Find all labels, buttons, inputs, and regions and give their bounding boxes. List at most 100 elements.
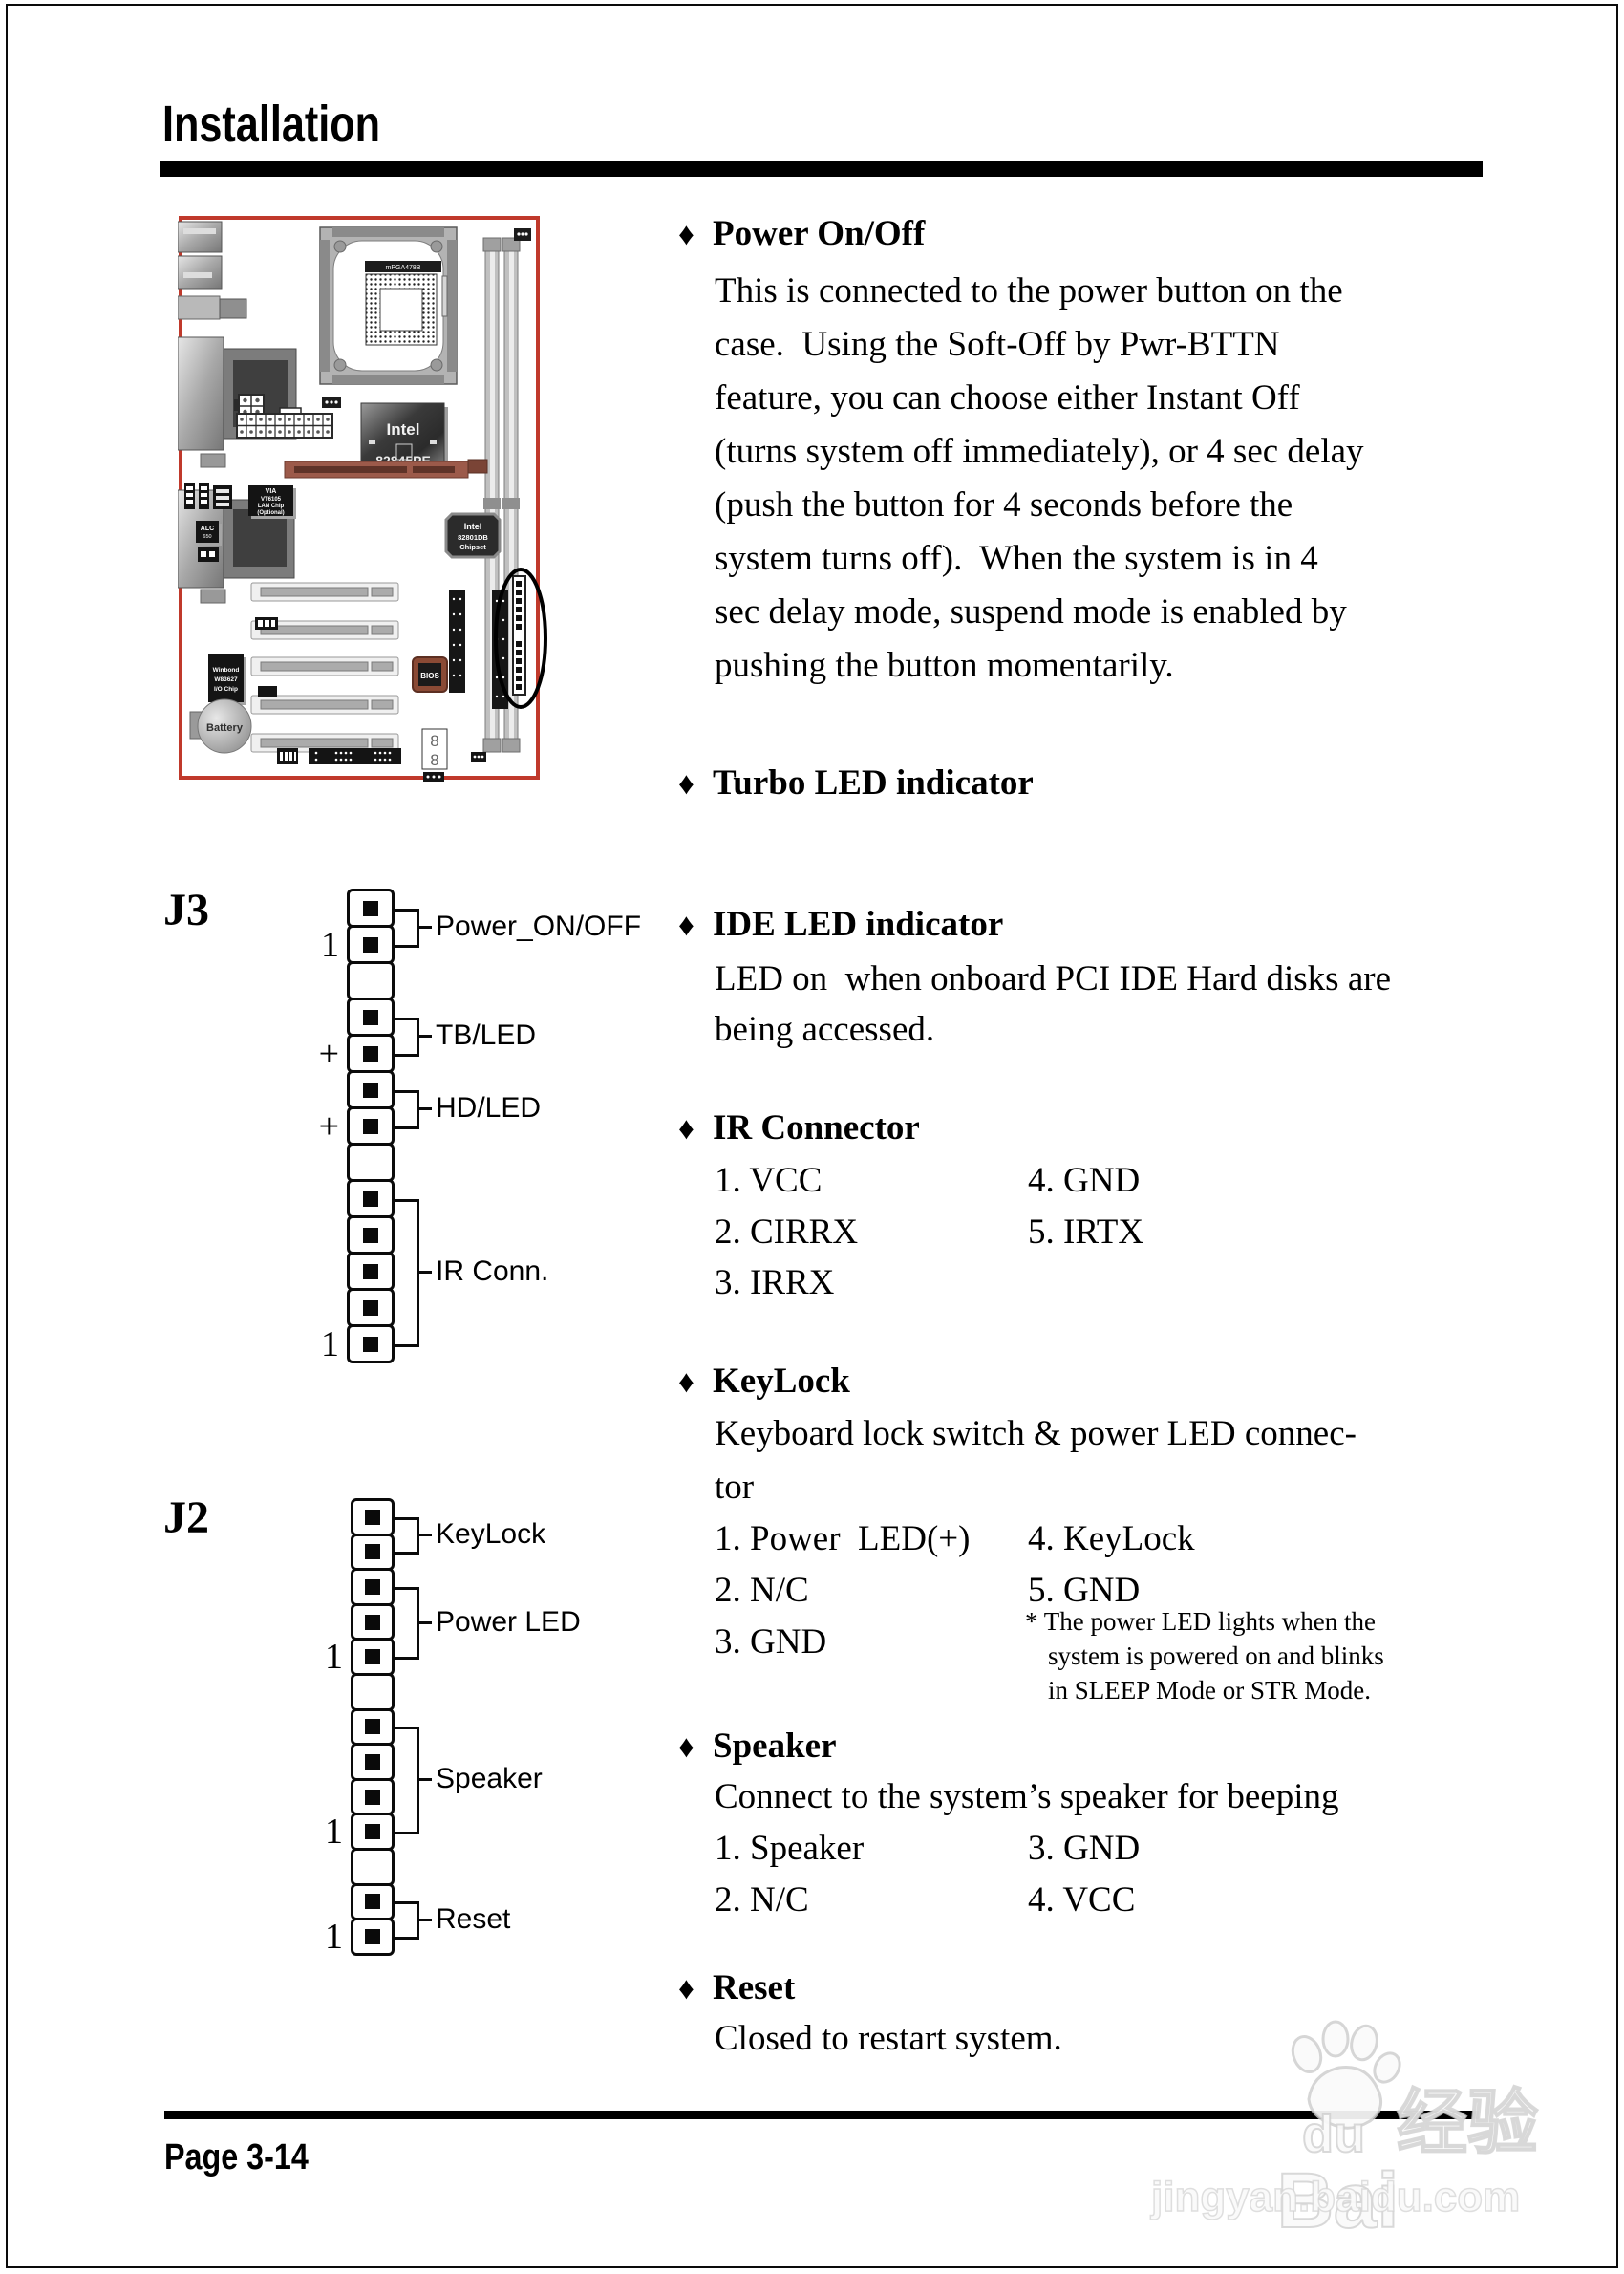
pin-item: 4. VCC	[1028, 1880, 1136, 1920]
cpu-socket: mPGA478B	[319, 226, 458, 385]
watermark-brand: Bai__	[1276, 2157, 1400, 2244]
connector-pin-group-label: Speaker	[436, 1763, 543, 1795]
pin	[365, 1614, 380, 1630]
svg-text:650: 650	[203, 534, 211, 540]
group-bracket	[417, 1516, 419, 1555]
group-bracket	[417, 1198, 419, 1347]
page-number: Page 3-14	[164, 2137, 309, 2177]
connector-j2-cell	[351, 1568, 395, 1606]
pin	[363, 1009, 378, 1025]
pin-item: 3. GND	[1028, 1829, 1141, 1868]
group-bracket-tick	[419, 1034, 432, 1038]
connector-j3-cell	[347, 998, 395, 1037]
watermark-suffix: 经验	[1396, 2083, 1539, 2162]
group-bracket-stub	[395, 1832, 417, 1835]
svg-text:Winbond: Winbond	[213, 667, 240, 674]
highlight-ellipse	[494, 568, 547, 709]
southbridge-chip: Intel 82801DB Chipset	[444, 512, 502, 559]
note-line: in SLEEP Mode or STR Mode.	[1048, 1676, 1372, 1705]
connector-label-j3: J3	[163, 885, 209, 935]
connector-j2-cell	[351, 1848, 395, 1886]
bottom-headers	[277, 748, 486, 764]
connector-j2-cell	[351, 1918, 395, 1956]
pin-marker: +	[318, 1033, 339, 1074]
pin	[363, 1082, 378, 1098]
socket-label: mPGA478B	[386, 265, 421, 271]
body-line: Keyboard lock switch & power LED connec-	[715, 1414, 1357, 1453]
pin	[365, 1509, 380, 1525]
bullet-diamond-icon: ♦	[678, 1365, 694, 1400]
connector-j3-cell	[347, 1252, 395, 1291]
group-bracket	[417, 1727, 419, 1835]
svg-text:82801DB: 82801DB	[458, 533, 488, 542]
group-bracket-stub	[395, 1727, 417, 1730]
connector-j2-cell	[351, 1813, 395, 1851]
pin-marker: 1	[321, 1323, 339, 1364]
group-bracket	[417, 1017, 419, 1057]
bullet-diamond-icon: ♦	[678, 767, 694, 802]
body-line: system turns off). When the system is in…	[715, 539, 1318, 578]
connector-j2-cell	[351, 1638, 395, 1676]
group-bracket-stub	[395, 1552, 417, 1555]
page-title: Installation	[162, 96, 381, 153]
connector-j3-cell	[347, 1215, 395, 1255]
title-rule	[160, 161, 1483, 177]
connector-j3-cell	[347, 1324, 395, 1363]
connector-j2-cell	[351, 1777, 395, 1816]
heading-keylock: KeyLock	[713, 1362, 850, 1401]
body-line: case. Using the Soft-Off by Pwr-BTTN	[715, 325, 1280, 364]
small-headers	[184, 483, 232, 509]
group-bracket-stub	[395, 1198, 417, 1202]
watermark-url: jingyan.baidu.com	[1150, 2174, 1521, 2221]
footer-rule	[164, 2111, 1479, 2119]
pin	[365, 1894, 380, 1910]
bullet-diamond-icon: ♦	[678, 218, 694, 252]
header-small	[258, 686, 277, 697]
debug-display: 8 8	[421, 728, 448, 782]
connector-j3-cell	[347, 1288, 395, 1327]
group-bracket-stub	[395, 1089, 417, 1093]
pin-item: 4. KeyLock	[1028, 1519, 1195, 1558]
body-line: sec delay mode, suspend mode is enabled …	[715, 592, 1347, 632]
group-bracket-tick	[419, 1270, 432, 1274]
connector-j3-cell	[347, 1143, 395, 1182]
connector-pin-group-label: HD/LED	[436, 1091, 542, 1124]
heading-power-on-off: Power On/Off	[713, 214, 926, 253]
svg-text:Chipset: Chipset	[459, 543, 486, 551]
connector-j2-cell	[351, 1602, 395, 1641]
body-line: tor	[715, 1468, 755, 1507]
pin	[365, 1649, 380, 1665]
body-line: This is connected to the power button on…	[715, 271, 1343, 311]
pin	[365, 1578, 380, 1595]
heading-turbo-led: Turbo LED indicator	[713, 763, 1034, 803]
connector-j2-cell	[351, 1533, 395, 1572]
group-bracket-tick	[419, 925, 432, 929]
svg-text:(Optional): (Optional)	[257, 510, 284, 516]
pci-slots	[250, 582, 399, 753]
group-bracket	[417, 908, 419, 948]
page-border	[6, 4, 1618, 2268]
svg-text:ALC: ALC	[201, 526, 214, 532]
svg-text:VIA: VIA	[266, 488, 277, 495]
connector-j3-cell	[347, 1070, 395, 1109]
connector-pin-group-label: TB/LED	[436, 1019, 537, 1051]
pin	[363, 1299, 378, 1316]
connector-pin-group-label: Power_ON/OFF	[436, 910, 642, 942]
group-bracket-stub	[395, 1937, 417, 1940]
pin-item: 3. IRRX	[715, 1263, 835, 1302]
body-line: being accessed.	[715, 1010, 935, 1049]
connector-j3-cell	[347, 1106, 395, 1146]
connector-j2-cell	[351, 1673, 395, 1711]
jumper-header	[198, 547, 219, 562]
pin	[365, 1753, 380, 1770]
connector-j2-cell	[351, 1882, 395, 1921]
pin-item: 2. N/C	[715, 1880, 809, 1920]
connector-j2-cell	[351, 1707, 395, 1747]
agp-slot	[284, 459, 488, 479]
body-line: LED on when onboard PCI IDE Hard disks a…	[715, 959, 1391, 998]
pin-item: 5. IRTX	[1028, 1212, 1144, 1252]
heading-ide-led: IDE LED indicator	[713, 905, 1004, 944]
group-bracket-tick	[419, 1106, 432, 1110]
connector-j2-cell	[351, 1743, 395, 1781]
pin	[363, 1045, 378, 1062]
